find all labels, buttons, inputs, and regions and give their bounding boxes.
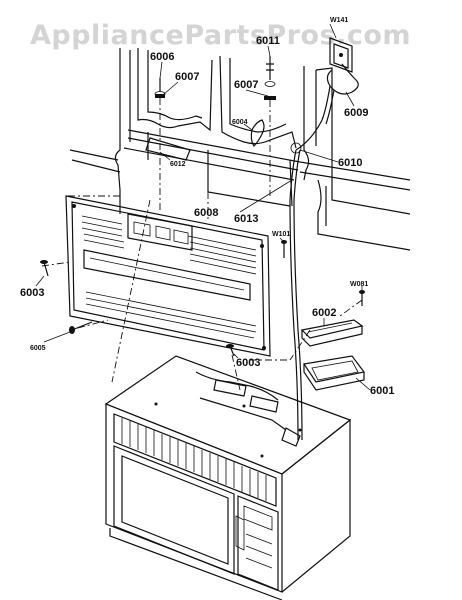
label-w081: W081 xyxy=(350,281,368,288)
projection-lines xyxy=(41,98,363,391)
watermark-text: AppliancePartsPros.com xyxy=(30,20,411,51)
screw-6003-bottom xyxy=(226,344,235,357)
label-6010: 6010 xyxy=(338,157,362,169)
label-6003-left: 6003 xyxy=(20,287,44,299)
label-w141: W141 xyxy=(330,17,348,24)
part-6012 xyxy=(145,137,191,161)
screw-w081 xyxy=(359,290,365,306)
top-plate-6008 xyxy=(65,195,271,357)
label-6008: 6008 xyxy=(194,207,218,219)
power-outlet xyxy=(329,37,353,73)
label-6004: 6004 xyxy=(232,119,248,126)
label-6007-right: 6007 xyxy=(234,79,258,91)
label-6001: 6001 xyxy=(370,385,394,397)
label-6009: 6009 xyxy=(344,107,368,119)
label-w101: W101 xyxy=(272,231,290,238)
part-6001 xyxy=(302,355,366,391)
label-6012: 6012 xyxy=(170,161,186,168)
label-6003-bottom: 6003 xyxy=(236,357,260,369)
wall-cabinet xyxy=(69,48,411,251)
label-6013: 6013 xyxy=(234,213,258,225)
label-6007-left: 6007 xyxy=(175,71,199,83)
microwave-oven xyxy=(104,355,352,600)
part-6004 xyxy=(250,119,265,147)
callout-labels: 6006 6011 W141 6007 6007 6009 6004 6012 … xyxy=(20,17,394,397)
screw-6005 xyxy=(69,321,93,334)
part-6002 xyxy=(300,319,364,347)
bolt-6006 xyxy=(154,78,166,98)
bolt-6011 xyxy=(264,56,276,100)
cord-grommet xyxy=(290,142,302,154)
screw-w101 xyxy=(281,240,287,258)
leader-lines xyxy=(35,23,371,391)
label-6011: 6011 xyxy=(256,35,280,47)
label-6005: 6005 xyxy=(30,345,46,352)
screw-6003-left xyxy=(40,260,49,277)
label-6002: 6002 xyxy=(312,307,336,319)
label-6006: 6006 xyxy=(150,51,174,63)
